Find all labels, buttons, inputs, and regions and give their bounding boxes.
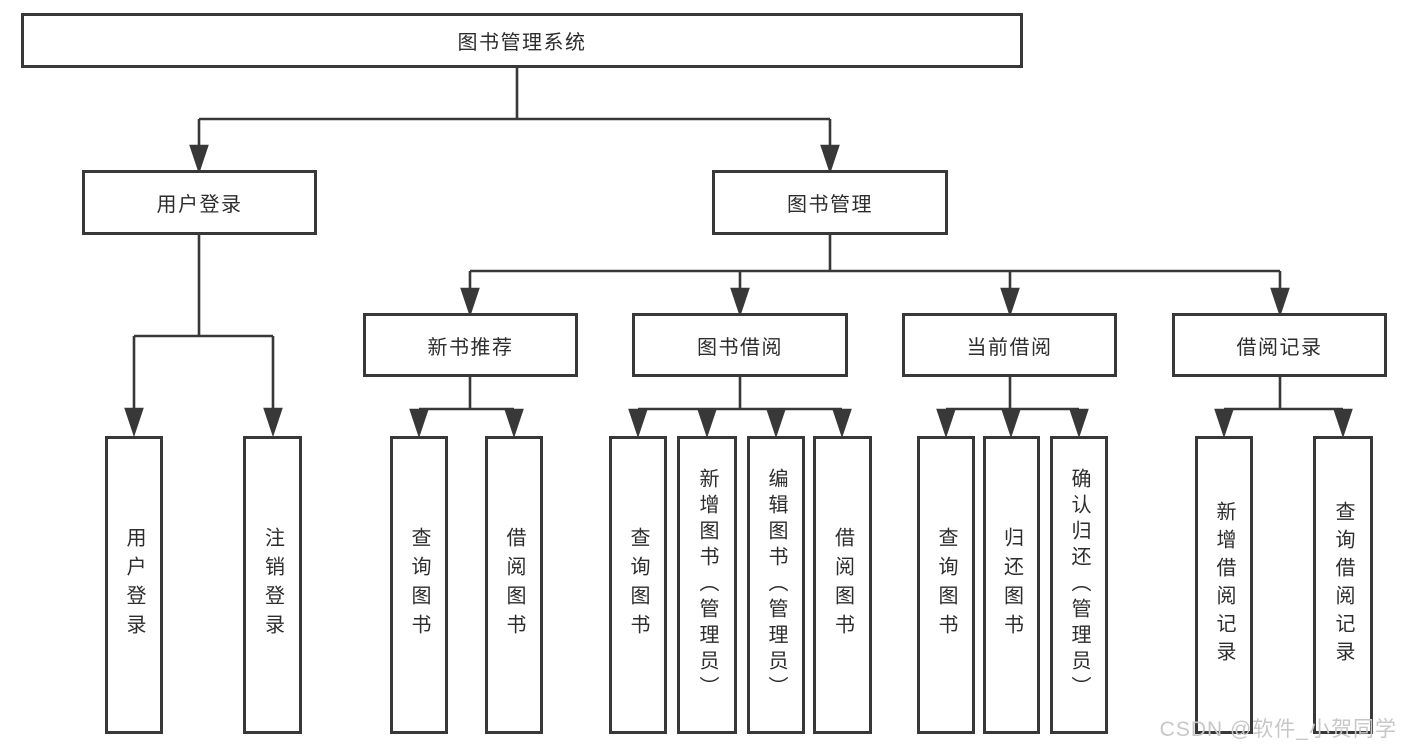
leaf-borrow-edit-book-admin-label: 编辑图书（管理员） <box>765 468 787 702</box>
leaf-recommend-query-book: 查询图书 <box>390 436 448 734</box>
leaf-recommend-query-book-label: 查询图书 <box>408 527 430 643</box>
node-root: 图书管理系统 <box>21 13 1023 68</box>
node-user-login: 用户登录 <box>82 170 317 235</box>
csdn-watermark: CSDN @软件_小贺同学 <box>1159 718 1397 741</box>
leaf-logout-label: 注销登录 <box>261 527 284 643</box>
leaf-logout: 注销登录 <box>243 436 302 734</box>
leaf-current-query-book-label: 查询图书 <box>935 527 957 643</box>
node-borrow-records: 借阅记录 <box>1172 313 1387 377</box>
leaf-user-login: 用户登录 <box>105 436 163 734</box>
connector-book-management-to-level3 <box>460 235 1290 318</box>
leaf-borrow-add-book-admin-label: 新增图书（管理员） <box>696 468 718 702</box>
node-root-label: 图书管理系统 <box>457 32 587 54</box>
connector-book-borrow-to-leaves <box>628 377 852 439</box>
connector-new-book-recommend-to-leaves <box>409 377 524 439</box>
leaf-borrow-edit-book-admin: 编辑图书（管理员） <box>747 436 805 734</box>
leaf-records-query-record-label: 查询借阅记录 <box>1332 501 1354 669</box>
leaf-recommend-borrow-book-label: 借阅图书 <box>503 527 525 643</box>
leaf-borrow-query-book: 查询图书 <box>609 436 667 734</box>
leaf-user-login-label: 用户登录 <box>123 527 145 643</box>
connector-root-to-level2 <box>189 68 840 175</box>
node-book-management-label: 图书管理 <box>787 194 873 216</box>
node-borrow-records-label: 借阅记录 <box>1236 336 1323 359</box>
node-current-borrow-label: 当前借阅 <box>966 336 1053 359</box>
connector-current-borrow-to-leaves <box>936 377 1089 439</box>
connector-user-login-to-leaves <box>124 235 283 438</box>
leaf-recommend-borrow-book: 借阅图书 <box>485 436 543 734</box>
leaf-borrow-query-book-label: 查询图书 <box>627 527 649 643</box>
leaf-borrow-add-book-admin: 新增图书（管理员） <box>677 436 737 734</box>
node-new-book-recommend-label: 新书推荐 <box>427 336 514 359</box>
leaf-current-confirm-return-admin-label: 确认归还（管理员） <box>1068 468 1090 702</box>
leaf-records-add-record-label: 新增借阅记录 <box>1213 501 1235 669</box>
leaf-records-add-record: 新增借阅记录 <box>1195 436 1253 734</box>
leaf-borrow-borrow-book-label: 借阅图书 <box>831 527 854 643</box>
leaf-current-confirm-return-admin: 确认归还（管理员） <box>1050 436 1108 734</box>
leaf-current-query-book: 查询图书 <box>917 436 975 734</box>
node-new-book-recommend: 新书推荐 <box>363 313 578 377</box>
node-current-borrow: 当前借阅 <box>902 313 1117 377</box>
node-book-management: 图书管理 <box>712 170 948 235</box>
leaf-current-return-book: 归还图书 <box>983 436 1040 734</box>
node-user-login-label: 用户登录 <box>156 194 243 216</box>
connector-borrow-records-to-leaves <box>1214 377 1353 439</box>
leaf-current-return-book-label: 归还图书 <box>1000 527 1023 643</box>
leaf-borrow-borrow-book: 借阅图书 <box>813 436 872 734</box>
node-book-borrow: 图书借阅 <box>632 313 848 377</box>
leaf-records-query-record: 查询借阅记录 <box>1313 436 1373 734</box>
node-book-borrow-label: 图书借阅 <box>697 336 783 359</box>
